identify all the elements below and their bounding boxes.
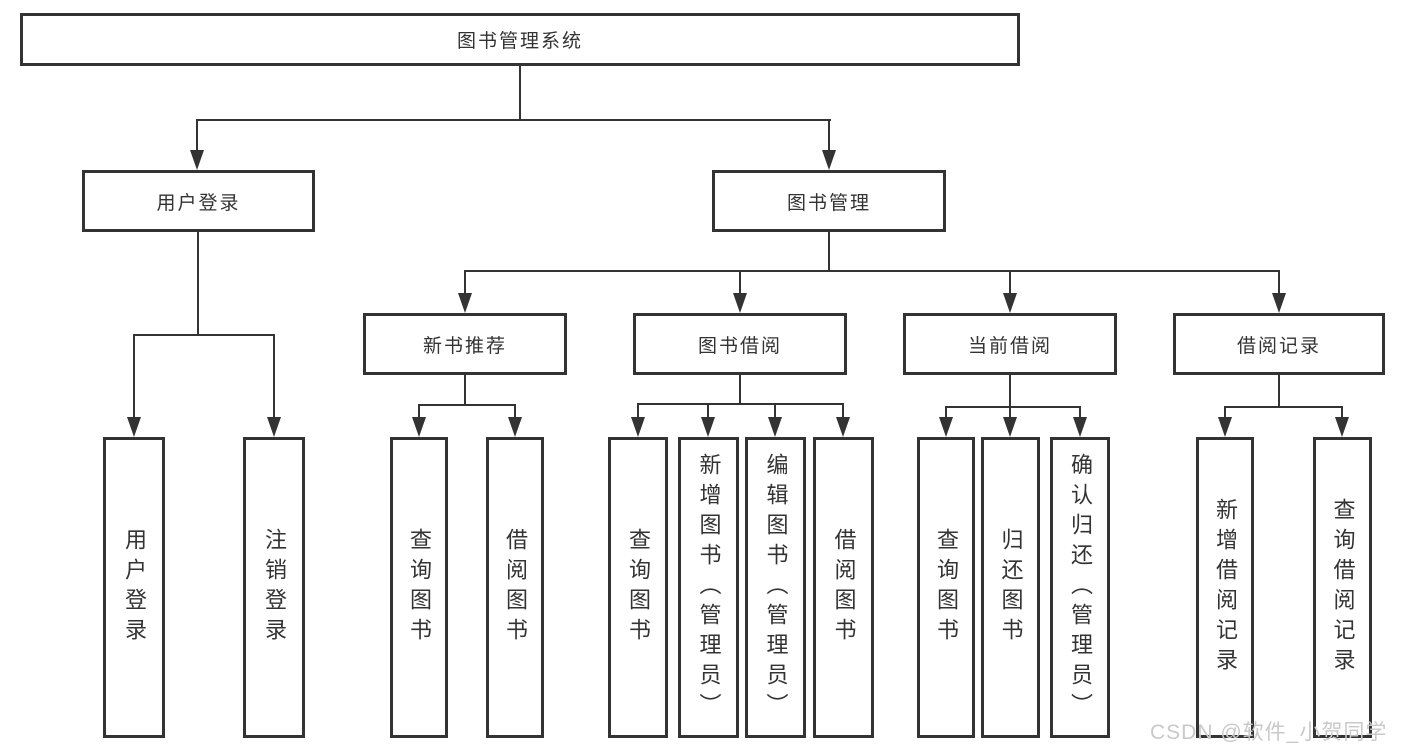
leaf-label: 编辑图书（管理员） xyxy=(763,452,789,723)
leaf-logout: 注销登录 xyxy=(243,437,305,738)
connector-user-login-hline xyxy=(133,334,275,336)
connector-drop-leaf-user-login xyxy=(133,334,135,420)
connector-drop xyxy=(1009,406,1011,420)
leaf-query-borrow-record: 查询借阅记录 xyxy=(1313,437,1372,738)
down-arrowhead xyxy=(1218,417,1232,437)
node-new-book-recommend-label: 新书推荐 xyxy=(422,335,507,357)
down-arrowhead xyxy=(1003,417,1017,437)
connector-drop xyxy=(945,406,947,420)
leaf-user-login: 用户登录 xyxy=(103,437,165,738)
leaf-confirm-return-admin: 确认归还（管理员） xyxy=(1050,437,1110,738)
node-borrowing-records: 借阅记录 xyxy=(1173,313,1385,375)
node-book-management-label: 图书管理 xyxy=(786,192,871,214)
node-book-borrowing-label: 图书借阅 xyxy=(697,335,782,357)
down-arrowhead xyxy=(412,417,426,437)
node-current-borrowing-label: 当前借阅 xyxy=(967,335,1052,357)
connector-drop xyxy=(1341,406,1343,420)
leaf-label: 查询借阅记录 xyxy=(1330,497,1356,678)
leaf-label: 借阅图书 xyxy=(831,527,857,648)
connector-drop xyxy=(774,403,776,420)
down-arrowhead xyxy=(822,150,836,170)
node-book-borrowing: 图书借阅 xyxy=(633,313,847,375)
leaf-query-books-borrowing: 查询图书 xyxy=(608,437,668,738)
down-arrowhead xyxy=(1003,293,1017,313)
leaf-return-books: 归还图书 xyxy=(981,437,1040,738)
down-arrowhead xyxy=(701,417,715,437)
leaf-label: 新增图书（管理员） xyxy=(696,452,722,723)
node-library-system: 图书管理系统 xyxy=(20,13,1020,66)
connector-book-borrowing-stem xyxy=(739,375,741,405)
down-arrowhead xyxy=(127,417,141,437)
leaf-label: 查询图书 xyxy=(626,527,651,648)
down-arrowhead xyxy=(190,150,204,170)
connector-book-management-stem xyxy=(828,232,830,272)
connector-current-borrowing-stem xyxy=(1009,375,1011,408)
connector-drop-current-borrowing xyxy=(1009,270,1011,295)
leaf-query-books-recommend: 查询图书 xyxy=(390,437,448,738)
leaf-borrow-books-recommend: 借阅图书 xyxy=(486,437,544,738)
down-arrowhead xyxy=(631,417,645,437)
connector-book-borrowing-hline xyxy=(637,403,844,405)
connector-new-books-stem xyxy=(464,375,466,406)
connector-new-books-hline xyxy=(418,404,516,406)
connector-drop xyxy=(842,403,844,420)
connector-drop-book-borrowing xyxy=(739,270,741,295)
leaf-label: 新增借阅记录 xyxy=(1213,497,1238,678)
leaf-add-borrow-record: 新增借阅记录 xyxy=(1196,437,1254,738)
leaf-add-books-admin: 新增图书（管理员） xyxy=(678,437,739,738)
node-user-login-label: 用户登录 xyxy=(156,192,241,214)
down-arrowhead xyxy=(1272,293,1286,313)
connector-drop-leaf-logout xyxy=(273,334,275,420)
leaf-query-books-current: 查询图书 xyxy=(917,437,975,738)
down-arrowhead xyxy=(1335,417,1349,437)
connector-drop-user-login xyxy=(196,119,198,152)
node-book-management: 图书管理 xyxy=(712,170,946,232)
down-arrowhead xyxy=(733,293,747,313)
down-arrowhead xyxy=(1073,417,1087,437)
leaf-label: 用户登录 xyxy=(122,527,147,648)
node-library-system-label: 图书管理系统 xyxy=(456,31,583,52)
down-arrowhead xyxy=(458,293,472,313)
connector-drop-borrowing-records xyxy=(1278,270,1280,295)
connector-drop-new-books xyxy=(464,270,466,295)
connector-root-stem xyxy=(519,66,521,120)
connector-drop xyxy=(707,403,709,420)
leaf-label: 借阅图书 xyxy=(503,527,528,648)
csdn-watermark: CSDN @软件_小贺同学 xyxy=(1150,721,1388,744)
leaf-label: 注销登录 xyxy=(262,527,287,648)
connector-drop xyxy=(1224,406,1226,420)
connector-drop xyxy=(514,404,516,420)
node-current-borrowing: 当前借阅 xyxy=(903,313,1117,375)
node-user-login: 用户登录 xyxy=(82,170,315,232)
down-arrowhead xyxy=(768,417,782,437)
connector-drop xyxy=(418,404,420,420)
leaf-label: 确认归还（管理员） xyxy=(1068,452,1093,723)
leaf-borrow-books-borrowing: 借阅图书 xyxy=(813,437,874,738)
connector-borrowing-records-hline xyxy=(1224,406,1343,408)
connector-level3-hline xyxy=(464,270,1280,272)
down-arrowhead xyxy=(939,417,953,437)
connector-current-borrowing-hline xyxy=(945,406,1081,408)
connector-drop xyxy=(1079,406,1081,420)
leaf-label: 查询图书 xyxy=(934,527,959,648)
connector-borrowing-records-stem xyxy=(1278,375,1280,408)
connector-level2-hline xyxy=(196,119,831,121)
node-borrowing-records-label: 借阅记录 xyxy=(1236,335,1321,357)
leaf-label: 归还图书 xyxy=(998,527,1024,648)
node-new-book-recommend: 新书推荐 xyxy=(363,313,567,375)
connector-drop xyxy=(637,403,639,420)
down-arrowhead xyxy=(836,417,850,437)
leaf-edit-books-admin: 编辑图书（管理员） xyxy=(745,437,806,738)
down-arrowhead xyxy=(267,417,281,437)
leaf-label: 查询图书 xyxy=(407,527,432,648)
connector-user-login-stem xyxy=(197,232,199,336)
down-arrowhead xyxy=(508,417,522,437)
connector-drop-book-management xyxy=(828,119,830,152)
